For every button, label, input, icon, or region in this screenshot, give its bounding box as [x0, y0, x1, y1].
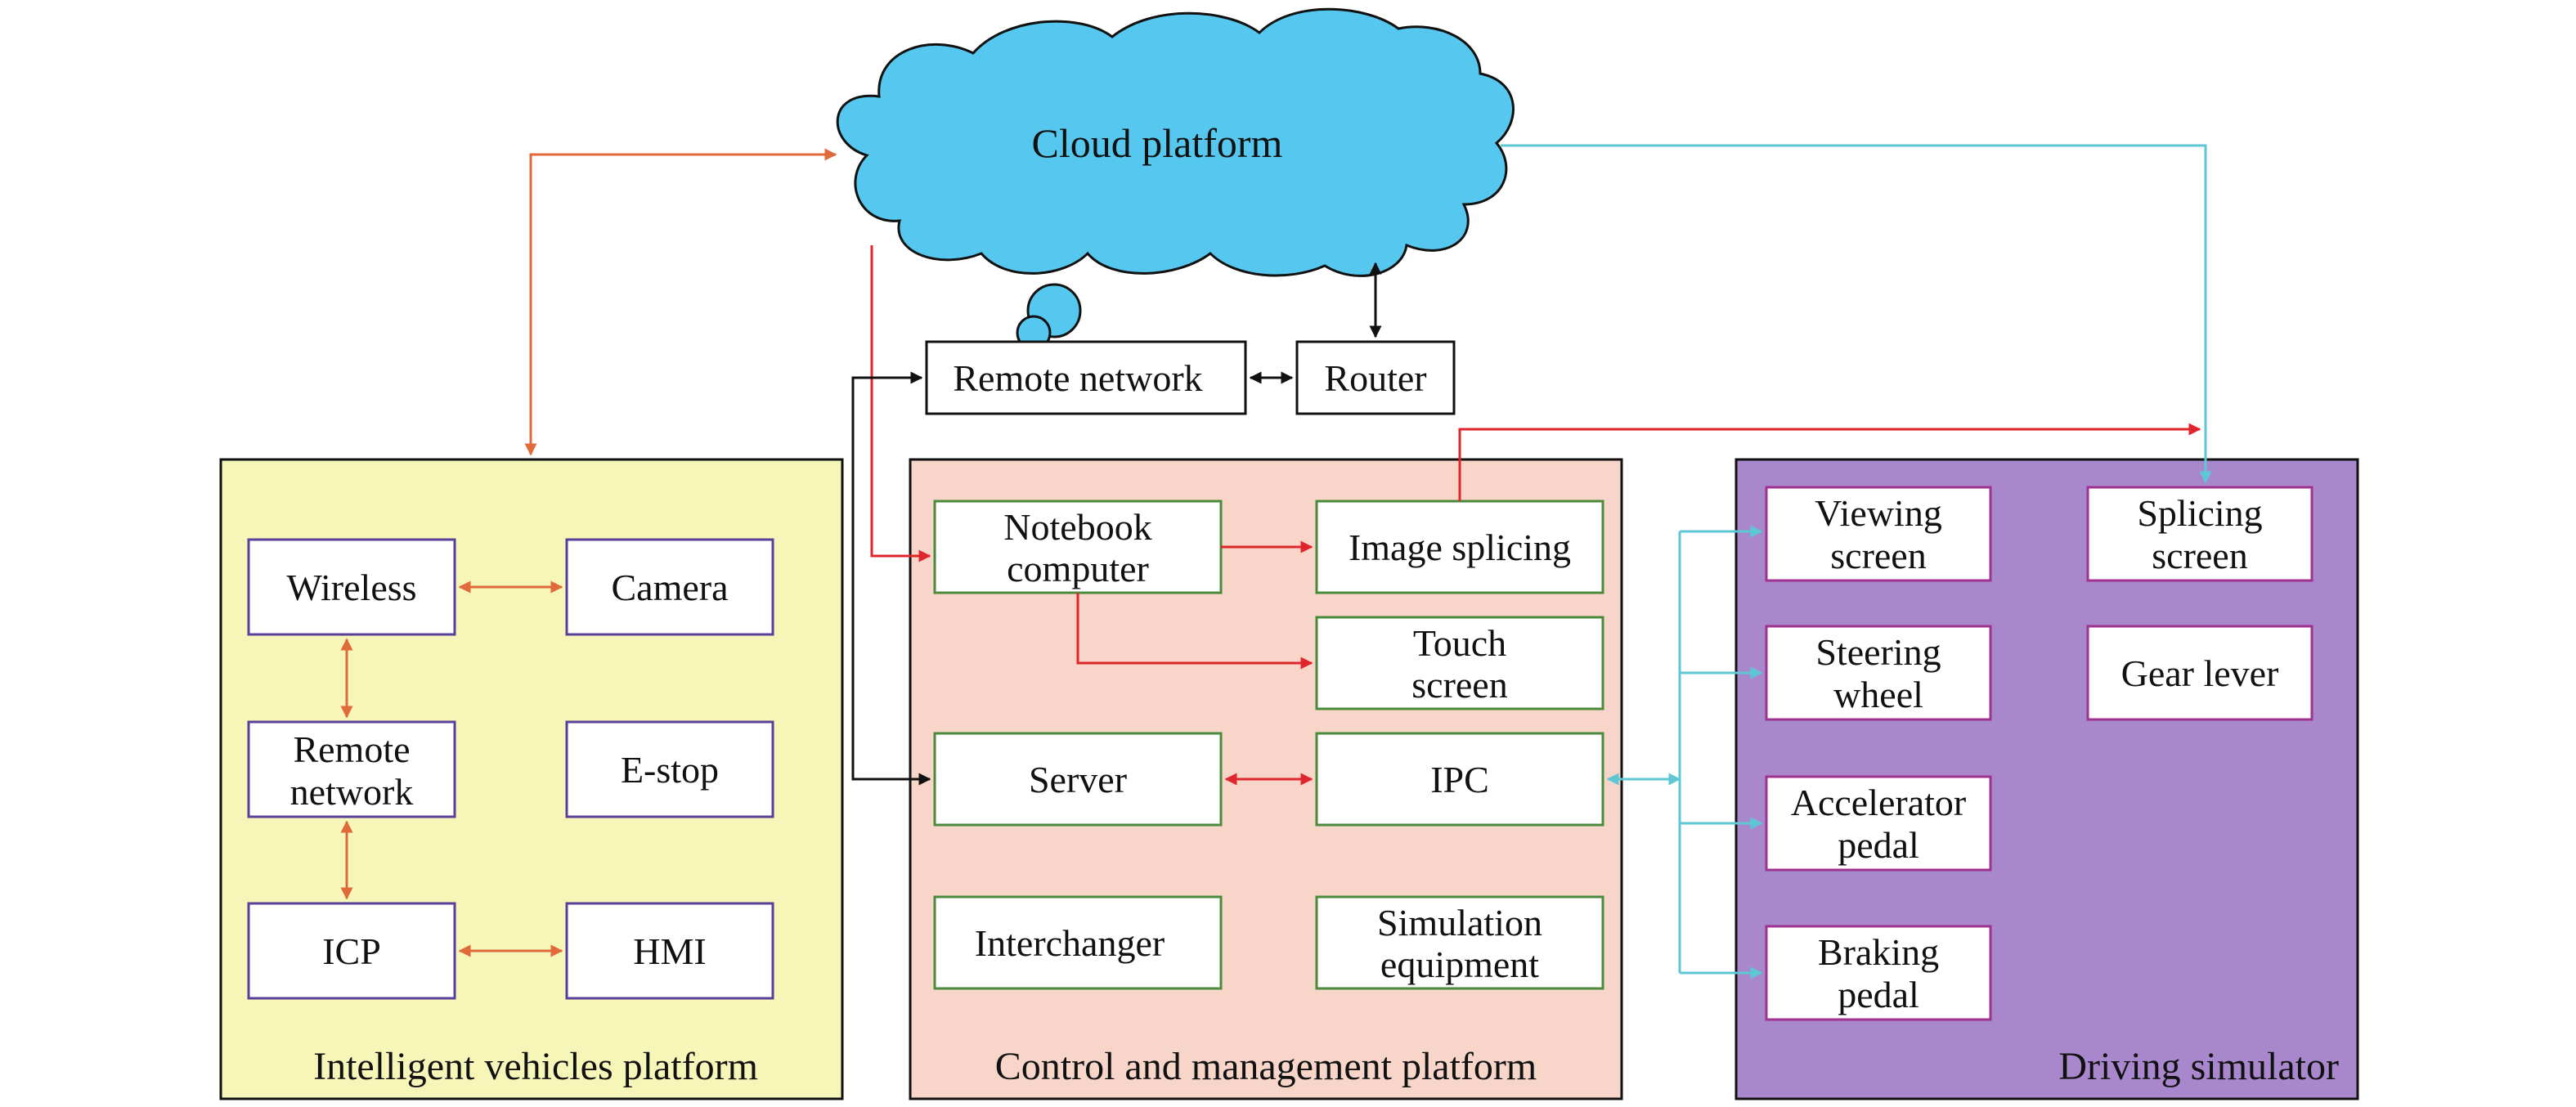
- link-remote-network-server: [851, 371, 931, 786]
- router-node: Router: [1295, 340, 1456, 415]
- control-touch-screen-label-line2: screen: [1411, 664, 1507, 706]
- control-server-node: Server: [933, 732, 1223, 827]
- control-notebook-label-line1: Notebook: [1003, 506, 1151, 548]
- sim-accelerator-label-line2: pedal: [1838, 824, 1919, 866]
- vehicle-remote-network-label-line1: Remote: [293, 728, 410, 770]
- vehicle-estop-label: E-stop: [621, 749, 719, 791]
- link-cloud-splicing-screen: [1501, 144, 2212, 484]
- sim-steering-wheel-label-line2: wheel: [1833, 674, 1923, 715]
- vehicle-icp-label: ICP: [322, 930, 381, 972]
- control-ipc-label: IPC: [1430, 759, 1489, 800]
- sim-accelerator-label-line1: Accelerator: [1791, 782, 1967, 823]
- top-remote-network-label: Remote network: [953, 357, 1202, 399]
- vehicle-estop-node: E-stop: [565, 720, 774, 818]
- vehicle-icp-node: ICP: [247, 902, 456, 1000]
- link-notebook-touch-screen: [1076, 593, 1313, 670]
- sim-splicing-screen-node: Splicing screen: [2086, 486, 2313, 582]
- control-interchanger-label: Interchanger: [975, 922, 1165, 964]
- link-cloud-notebook: [870, 245, 931, 562]
- control-touch-screen-node: Touch screen: [1315, 616, 1604, 710]
- vehicle-camera-node: Camera: [565, 538, 774, 636]
- sim-gear-lever-label: Gear lever: [2121, 652, 2279, 694]
- control-touch-screen-label-line1: Touch: [1413, 622, 1506, 664]
- sim-splicing-screen-label-line2: screen: [2152, 535, 2247, 576]
- control-interchanger-node: Interchanger: [933, 895, 1223, 990]
- link-image-splicing-splicing-screen: [1458, 423, 2201, 501]
- simulator-platform-label: Driving simulator: [2058, 1045, 2339, 1088]
- vehicle-hmi-node: HMI: [565, 902, 774, 1000]
- control-notebook-node: Notebook computer: [933, 500, 1223, 594]
- vehicle-wireless-node: Wireless: [247, 538, 456, 636]
- control-notebook-label-line2: computer: [1007, 548, 1149, 589]
- control-image-splicing-label: Image splicing: [1349, 527, 1571, 568]
- control-server-label: Server: [1029, 759, 1127, 800]
- sim-viewing-screen-node: Viewing screen: [1765, 486, 1992, 582]
- sim-gear-lever-node: Gear lever: [2086, 625, 2313, 721]
- control-simulation-label-line2: equipment: [1380, 943, 1539, 985]
- vehicle-wireless-label: Wireless: [286, 567, 416, 608]
- sim-steering-wheel-label-line1: Steering: [1815, 631, 1941, 673]
- control-image-splicing-node: Image splicing: [1315, 500, 1604, 594]
- link-cloud-vehicles: [524, 148, 837, 456]
- vehicle-hmi-label: HMI: [633, 930, 706, 972]
- router-label: Router: [1324, 357, 1426, 399]
- sim-braking-label-line1: Braking: [1818, 931, 1939, 973]
- sim-braking-node: Braking pedal: [1765, 925, 1992, 1021]
- cloud-platform-label: Cloud platform: [1032, 120, 1283, 166]
- control-platform-label: Control and management platform: [995, 1045, 1537, 1088]
- sim-viewing-screen-label-line2: screen: [1830, 535, 1926, 576]
- sim-braking-label-line2: pedal: [1838, 974, 1919, 1015]
- sim-steering-wheel-node: Steering wheel: [1765, 625, 1992, 721]
- vehicle-remote-network-label-line2: network: [290, 771, 414, 813]
- control-simulation-node: Simulation equipment: [1315, 895, 1604, 990]
- vehicle-camera-label: Camera: [611, 567, 728, 608]
- control-ipc-node: IPC: [1315, 732, 1604, 827]
- sim-viewing-screen-label-line1: Viewing: [1815, 492, 1942, 534]
- sim-accelerator-node: Accelerator pedal: [1765, 775, 1992, 872]
- sim-splicing-screen-label-line1: Splicing: [2137, 492, 2262, 534]
- cloud-platform: [836, 7, 1515, 351]
- vehicles-platform-label: Intelligent vehicles platform: [313, 1045, 758, 1088]
- control-simulation-label-line1: Simulation: [1377, 902, 1542, 943]
- top-remote-network-node: Remote network: [925, 340, 1247, 415]
- vehicle-remote-network-node: Remote network: [247, 720, 456, 818]
